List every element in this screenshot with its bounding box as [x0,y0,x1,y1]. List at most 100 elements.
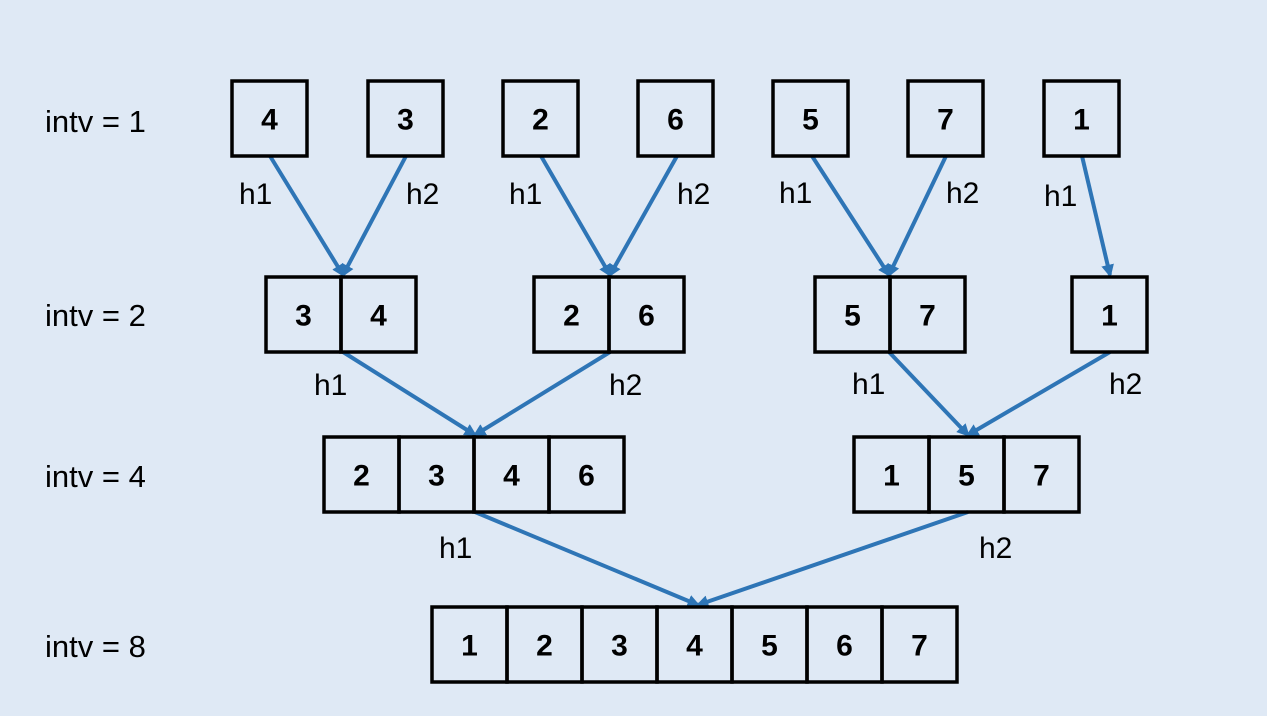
merge-arrow [474,510,701,607]
half-label: h1 [1044,180,1077,213]
merge-arrow [608,155,679,278]
cell-value: 3 [397,104,414,137]
merge-arrow [965,350,1112,437]
array-group: 6 [636,79,715,158]
cell-value: 2 [532,104,549,137]
half-label: h2 [609,369,642,402]
cell-value: 3 [611,630,628,663]
array-group: 2 [501,79,580,158]
cell-box [501,79,580,158]
array-group: 1 [1042,79,1121,158]
array-cell: 1 [1070,275,1149,354]
cell-value: 1 [1073,104,1090,137]
row-label: intv = 1 [45,104,146,139]
array-cell: 2 [501,79,580,158]
half-label: h1 [314,369,347,402]
array-group: 1 [1070,275,1149,354]
array-cell: 6 [805,605,884,684]
merge-arrow [341,350,478,437]
half-label: h2 [677,178,710,211]
cell-box [636,79,715,158]
array-group: 4 [230,79,309,158]
cell-box [888,275,967,354]
merge-arrow [695,510,969,608]
cell-value: 4 [370,300,387,333]
half-label: h1 [439,532,472,565]
merge-arrow [887,155,948,278]
cell-box [607,275,686,354]
half-label: h2 [979,532,1012,565]
cell-box [1042,79,1121,158]
merge-arrow [887,350,970,437]
array-cell: 4 [339,275,418,354]
array-cell: 6 [547,435,626,514]
cell-box [771,79,850,158]
array-cell: 6 [607,275,686,354]
array-cell: 1 [430,605,509,684]
array-cell: 6 [636,79,715,158]
array-cell: 3 [397,435,476,514]
cell-value: 5 [844,300,861,333]
half-label: h1 [509,178,542,211]
array-cell: 4 [230,79,309,158]
cell-value: 7 [1033,460,1050,493]
cell-value: 4 [686,630,703,663]
half-label: h1 [239,178,272,211]
cell-box [339,275,418,354]
cell-box [1070,275,1149,354]
half-label: h2 [1109,368,1142,401]
array-cell: 2 [532,275,611,354]
array-cell: 2 [505,605,584,684]
merge-arrow [810,154,891,278]
interval-row: intv = 1 4 3 2 6 5 7 1 [45,79,1121,158]
cell-value: 1 [461,630,478,663]
cell-value: 7 [937,104,954,137]
array-cell: 5 [927,435,1006,514]
array-cell: 5 [771,79,850,158]
cell-value: 4 [261,104,278,137]
cell-box [1002,435,1081,514]
array-cell: 3 [366,79,445,158]
cell-value: 6 [578,460,595,493]
row-label: intv = 2 [45,298,146,333]
cell-value: 6 [638,300,655,333]
cell-box [547,435,626,514]
array-group: 7 [906,79,985,158]
cell-box [366,79,445,158]
array-cell: 3 [264,275,343,354]
merge-arrow [268,154,345,278]
array-cell: 7 [888,275,967,354]
cell-value: 2 [563,300,580,333]
array-cell: 4 [472,435,551,514]
array-cell: 1 [852,435,931,514]
merge-arrow [539,154,612,278]
row-label: intv = 4 [45,459,146,494]
cell-value: 2 [353,460,370,493]
half-label: h1 [779,177,812,210]
merge-arrow [1080,155,1114,278]
array-cell: 5 [730,605,809,684]
array-cell: 7 [906,79,985,158]
array-cell: 7 [880,605,959,684]
cell-box [230,79,309,158]
cell-value: 7 [919,300,936,333]
cell-value: 1 [883,460,900,493]
cell-value: 2 [536,630,553,663]
array-cell: 4 [655,605,734,684]
cell-value: 6 [667,104,684,137]
array-group: 5 [771,79,850,158]
cell-value: 5 [761,630,778,663]
half-label: h1 [852,368,885,401]
cell-value: 3 [295,300,312,333]
array-cell: 7 [1002,435,1081,514]
array-cell: 2 [322,435,401,514]
